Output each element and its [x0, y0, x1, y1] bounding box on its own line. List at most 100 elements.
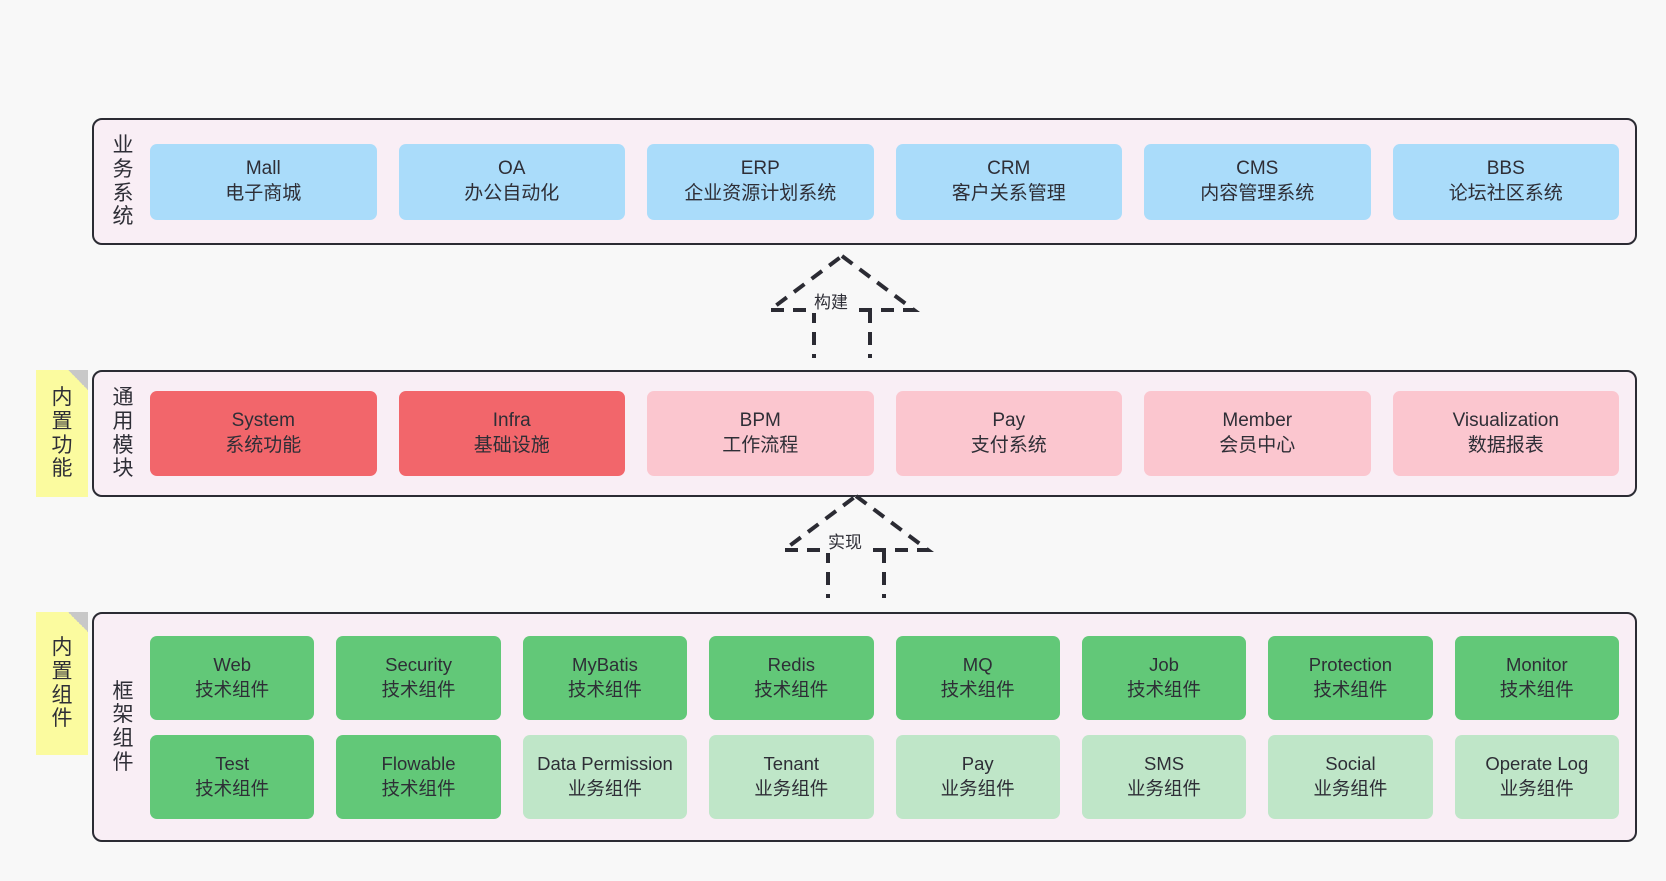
card-title: Test	[215, 753, 250, 775]
sticky-char: 组	[51, 683, 73, 707]
card-mall[interactable]: Mall 电子商城	[150, 143, 377, 220]
layer-title-business: 业 务 系 统	[108, 120, 138, 243]
card-title: Data Permission	[537, 753, 673, 775]
card-subtitle: 技术组件	[381, 777, 456, 799]
card-subtitle: 电子商城	[225, 182, 302, 204]
sticky-note-builtin-components[interactable]: 内 置 组 件	[36, 612, 88, 755]
layer-body-business: Mall 电子商城 OA 办公自动化 ERP 企业资源计划系统 CRM 客户关系…	[138, 120, 1635, 243]
card-row: Test 技术组件 Flowable 技术组件 Data Permission …	[150, 734, 1619, 819]
card-subtitle: 技术组件	[1499, 678, 1574, 700]
card-pay-component[interactable]: Pay 业务组件	[895, 734, 1060, 819]
card-job[interactable]: Job 技术组件	[1081, 635, 1247, 720]
layer-title-char: 件	[112, 750, 134, 774]
card-web[interactable]: Web 技术组件	[150, 635, 315, 720]
layer-business-systems[interactable]: 业 务 系 统 Mall 电子商城 OA 办公自动化 ERP 企业资源计划系统 …	[92, 118, 1637, 245]
card-subtitle: 技术组件	[195, 678, 270, 700]
card-title: Protection	[1308, 654, 1393, 676]
sticky-char: 能	[51, 457, 73, 481]
card-bpm[interactable]: BPM 工作流程	[647, 391, 874, 476]
card-title: System	[231, 409, 295, 431]
arrow-shaft	[812, 310, 872, 358]
layer-title-char: 组	[112, 727, 134, 750]
card-subtitle: 会员中心	[1219, 434, 1296, 456]
card-subtitle: 技术组件	[1127, 678, 1202, 700]
connector-implement-label: 实现	[826, 528, 864, 553]
card-title: Redis	[767, 654, 815, 676]
connector-implement-svg	[778, 493, 934, 598]
card-erp[interactable]: ERP 企业资源计划系统	[647, 143, 874, 220]
card-social[interactable]: Social 业务组件	[1268, 734, 1433, 819]
card-monitor[interactable]: Monitor 技术组件	[1454, 635, 1619, 720]
card-title: Tenant	[763, 753, 820, 775]
arrow-shaft	[826, 550, 886, 598]
card-title: CMS	[1236, 157, 1279, 179]
card-title: Job	[1149, 654, 1179, 676]
card-pay-module[interactable]: Pay 支付系统	[895, 391, 1122, 476]
sticky-char: 内	[51, 386, 73, 410]
card-subtitle: 企业资源计划系统	[684, 182, 837, 204]
card-subtitle: 系统功能	[225, 434, 302, 456]
card-operate-log[interactable]: Operate Log 业务组件	[1454, 734, 1619, 819]
card-protection[interactable]: Protection 技术组件	[1268, 635, 1433, 720]
sticky-char: 置	[51, 409, 73, 433]
layer-title-char: 框	[112, 679, 134, 703]
card-data-permission[interactable]: Data Permission 业务组件	[522, 734, 688, 819]
card-subtitle: 技术组件	[195, 777, 270, 799]
card-subtitle: 数据报表	[1467, 434, 1544, 456]
card-title: BPM	[739, 409, 781, 431]
card-subtitle: 办公自动化	[464, 182, 560, 204]
card-mybatis[interactable]: MyBatis 技术组件	[522, 635, 688, 720]
sticky-note-builtin-features[interactable]: 内 置 功 能	[36, 370, 88, 497]
card-title: Infra	[492, 409, 531, 431]
card-oa[interactable]: OA 办公自动化	[398, 143, 625, 220]
layer-title-char: 用	[112, 409, 134, 433]
sticky-char: 件	[51, 707, 73, 731]
card-redis[interactable]: Redis 技术组件	[709, 635, 874, 720]
layer-title-char: 架	[112, 703, 134, 727]
card-title: Flowable	[381, 753, 456, 775]
card-title: OA	[498, 157, 526, 179]
card-security[interactable]: Security 技术组件	[336, 635, 501, 720]
card-subtitle: 业务组件	[1313, 777, 1388, 799]
card-title: CRM	[987, 157, 1031, 179]
card-title: Member	[1222, 409, 1293, 431]
arrowhead-triangle	[764, 253, 920, 312]
card-subtitle: 业务组件	[754, 777, 829, 799]
card-title: SMS	[1144, 753, 1185, 775]
layer-title-char: 业	[112, 134, 134, 158]
card-title: Visualization	[1452, 409, 1559, 431]
card-row: Mall 电子商城 OA 办公自动化 ERP 企业资源计划系统 CRM 客户关系…	[150, 143, 1619, 220]
folded-corner-icon	[68, 370, 88, 390]
layer-framework-components[interactable]: 框 架 组 件 Web 技术组件 Security 技术组件 MyBatis 技…	[92, 612, 1637, 842]
card-crm[interactable]: CRM 客户关系管理	[895, 143, 1122, 220]
card-flowable[interactable]: Flowable 技术组件	[336, 734, 501, 819]
card-system[interactable]: System 系统功能	[150, 391, 377, 476]
layer-title-framework: 框 架 组 件	[108, 614, 138, 840]
card-infra[interactable]: Infra 基础设施	[398, 391, 625, 476]
sticky-char: 置	[51, 659, 73, 683]
card-subtitle: 技术组件	[381, 678, 456, 700]
card-row: System 系统功能 Infra 基础设施 BPM 工作流程 Pay 支付系统…	[150, 391, 1619, 476]
card-title: Security	[385, 654, 452, 676]
card-subtitle: 业务组件	[567, 777, 642, 799]
card-member[interactable]: Member 会员中心	[1144, 391, 1371, 476]
card-visualization[interactable]: Visualization 数据报表	[1392, 391, 1619, 476]
card-bbs[interactable]: BBS 论坛社区系统	[1392, 143, 1619, 220]
card-sms[interactable]: SMS 业务组件	[1081, 734, 1247, 819]
card-subtitle: 支付系统	[970, 434, 1047, 456]
card-title: ERP	[740, 157, 780, 179]
card-title: Social	[1325, 753, 1376, 775]
connector-build-label: 构建	[812, 288, 850, 313]
card-test[interactable]: Test 技术组件	[150, 734, 315, 819]
card-mq[interactable]: MQ 技术组件	[895, 635, 1060, 720]
card-subtitle: 技术组件	[940, 678, 1015, 700]
card-tenant[interactable]: Tenant 业务组件	[709, 734, 874, 819]
layer-title-modules: 通 用 模 块	[108, 372, 138, 495]
card-subtitle: 内容管理系统	[1200, 182, 1315, 204]
layer-title-char: 通	[112, 386, 134, 410]
card-cms[interactable]: CMS 内容管理系统	[1144, 143, 1371, 220]
layer-common-modules[interactable]: 通 用 模 块 System 系统功能 Infra 基础设施 BPM 工作流程 …	[92, 370, 1637, 497]
sticky-char: 功	[51, 433, 73, 457]
card-title: MQ	[962, 654, 993, 676]
card-subtitle: 业务组件	[1127, 777, 1202, 799]
